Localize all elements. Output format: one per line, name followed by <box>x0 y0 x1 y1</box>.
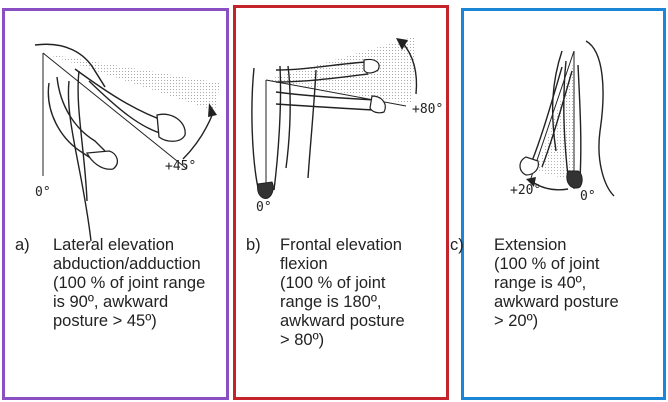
caption-line: Extension <box>494 236 619 255</box>
caption-text: Extension (100 % of joint range is 40º, … <box>494 236 619 331</box>
caption-line: range is 40º, <box>494 274 619 293</box>
hanging-hand <box>258 182 274 198</box>
angle-label-zero: 0° <box>256 200 272 215</box>
hanging-hand <box>567 171 582 188</box>
caption-line: > 80º) <box>280 331 405 350</box>
caption-text: Lateral elevation abduction/adduction (1… <box>53 236 205 331</box>
caption-letter: a) <box>15 236 30 255</box>
caption-line: Frontal elevation <box>280 236 405 255</box>
panel-extension: +20° 0° c) Extension (100 % of joint ran… <box>461 8 666 400</box>
hanging-arm <box>48 77 105 161</box>
caption-line: awkward posture <box>494 293 619 312</box>
caption-letter: c) <box>450 236 464 255</box>
caption-line: (100 % of joint <box>494 255 619 274</box>
panel-frontal-elevation: +80° 0° b) Frontal elevation flexion (10… <box>233 5 449 400</box>
raised-hand-upper <box>364 59 379 73</box>
caption-letter: b) <box>246 236 261 255</box>
raised-hand <box>157 114 185 141</box>
lateral-elevation-figure <box>5 11 226 397</box>
panel-lateral-elevation: +45° 0° a) Lateral elevation abduction/a… <box>2 8 229 400</box>
caption-line: (100 % of joint <box>280 274 405 293</box>
caption-line: is 90º, awkward <box>53 293 205 312</box>
angle-label-positive: +80° <box>412 102 443 117</box>
caption-line: Lateral elevation <box>53 236 205 255</box>
caption-line: > 20º) <box>494 312 619 331</box>
extension-figure <box>464 11 663 397</box>
caption-line: abduction/adduction <box>53 255 205 274</box>
caption-line: awkward posture <box>280 312 405 331</box>
angle-label-zero: 0° <box>580 189 596 204</box>
caption-text: Frontal elevation flexion (100 % of join… <box>280 236 405 350</box>
angle-label-zero: 0° <box>35 185 51 200</box>
caption-line: (100 % of joint range <box>53 274 205 293</box>
caption-line: flexion <box>280 255 405 274</box>
angle-label-positive: +45° <box>165 159 196 174</box>
caption-line: range is 180º, <box>280 293 405 312</box>
caption-line: posture > 45º) <box>53 312 205 331</box>
torso-outline <box>586 41 614 196</box>
angle-arc <box>183 113 213 159</box>
angle-label-positive: +20° <box>510 183 541 198</box>
hanging-hand <box>87 151 117 169</box>
extended-hand <box>520 157 538 175</box>
